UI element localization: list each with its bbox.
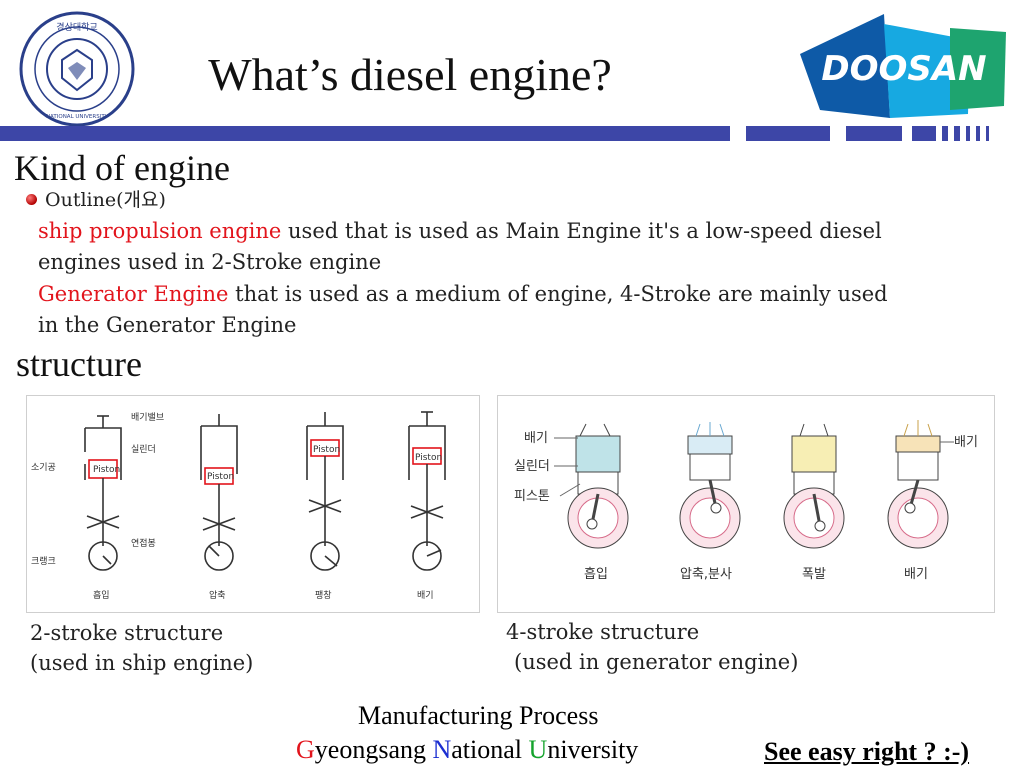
footer-course: Manufacturing Process [358,701,599,730]
stage-label: 배기 [417,590,434,601]
paragraph-text: that is used as a medium of engine, 4-St… [38,282,888,337]
stage-label: 압축,분사 [680,567,732,582]
brand-text: DOOSAN [821,49,986,89]
part-label-cylinder: 실린더 [514,459,550,474]
paragraph-text: used that is used as Main Engine it's a … [38,219,882,274]
section-heading-structure: structure [16,344,142,384]
title-band [0,126,730,141]
piston-label: Piston [313,445,340,455]
highlight-ship-propulsion: ship propulsion engine [38,219,282,243]
title-band-tick [976,126,980,141]
piston-label: Piston [207,472,234,482]
part-label-exhaust-right: 배기 [954,435,978,450]
footer-initial-g: G [296,735,315,764]
four-stroke-stage-compression [679,422,741,549]
outline-item: Outline(개요) [26,186,166,214]
four-stroke-diagram: 배기 실린더 피스톤 배기 흡입 압축,분사 폭발 배기 [497,395,995,613]
svg-text:NATIONAL UNIVERSITY: NATIONAL UNIVERSITY [46,114,109,120]
four-stroke-stage-exhaust [887,420,949,549]
title-band-tick [954,126,960,141]
title-band-segment [846,126,902,141]
footer-text: yeongsang [314,735,433,764]
caption-four-stroke-usage: (used in generator engine) [514,650,799,674]
highlight-generator-engine: Generator Engine [38,282,229,306]
caption-four-stroke: 4-stroke structure [506,620,700,644]
part-label-connecting-rod: 연접봉 [131,537,156,549]
footer-initial-u: U [528,735,548,764]
footer-note: See easy right ? :-) [764,737,970,766]
part-label-piston: 피스톤 [514,489,550,504]
caption-two-stroke-usage: (used in ship engine) [30,651,254,675]
stage-label: 흡입 [93,589,110,601]
two-stroke-stage-exhaust [408,411,446,571]
four-stroke-stage-combustion [783,423,845,549]
paragraph-ship-engine: ship propulsion engine used that is used… [38,216,898,278]
doosan-logo: DOOSAN [800,14,1006,118]
part-label-crank: 크랭크 [31,556,56,567]
footer-initial-n: N [432,735,452,764]
stage-label: 폭발 [802,567,826,582]
footer-text: niversity [547,735,639,764]
piston-label: Piston [415,453,442,463]
part-label-cylinder: 실린더 [131,444,156,455]
slide-title: What’s diesel engine? [208,49,612,100]
piston-label: Piston [93,465,120,475]
title-band-tick [966,126,970,141]
title-band-segment [912,126,936,141]
two-stroke-stage-expansion [306,412,344,571]
stage-label: 팽창 [315,590,332,601]
caption-two-stroke: 2-stroke structure [30,621,224,645]
section-heading-kind: Kind of engine [14,148,230,188]
part-label-scavenge-port: 소기공 [31,462,56,473]
title-band-tick [986,126,989,141]
footer-text: ational [451,735,529,764]
two-stroke-stage-compression [200,414,238,571]
outline-label: Outline(개요) [45,189,166,211]
two-stroke-diagram: Piston Piston Piston Piston 배기밸브 실린더 소기공… [26,395,480,613]
bullet-icon [26,194,37,205]
university-seal-logo: 경상대학교 NATIONAL UNIVERSITY [19,11,135,127]
stage-label: 흡입 [584,567,608,582]
title-band-segment [746,126,830,141]
part-label-exhaust-valve: 배기밸브 [131,412,164,423]
stage-label: 압축 [209,589,226,601]
part-label-exhaust: 배기 [524,431,548,446]
stage-label: 배기 [904,567,928,582]
two-stroke-stage-intake [84,415,122,571]
four-stroke-stage-intake [567,423,629,549]
footer-university: Gyeongsang National University [296,734,638,766]
title-band-tick [942,126,948,141]
svg-text:경상대학교: 경상대학교 [56,21,97,33]
paragraph-generator-engine: Generator Engine that is used as a mediu… [38,279,898,341]
